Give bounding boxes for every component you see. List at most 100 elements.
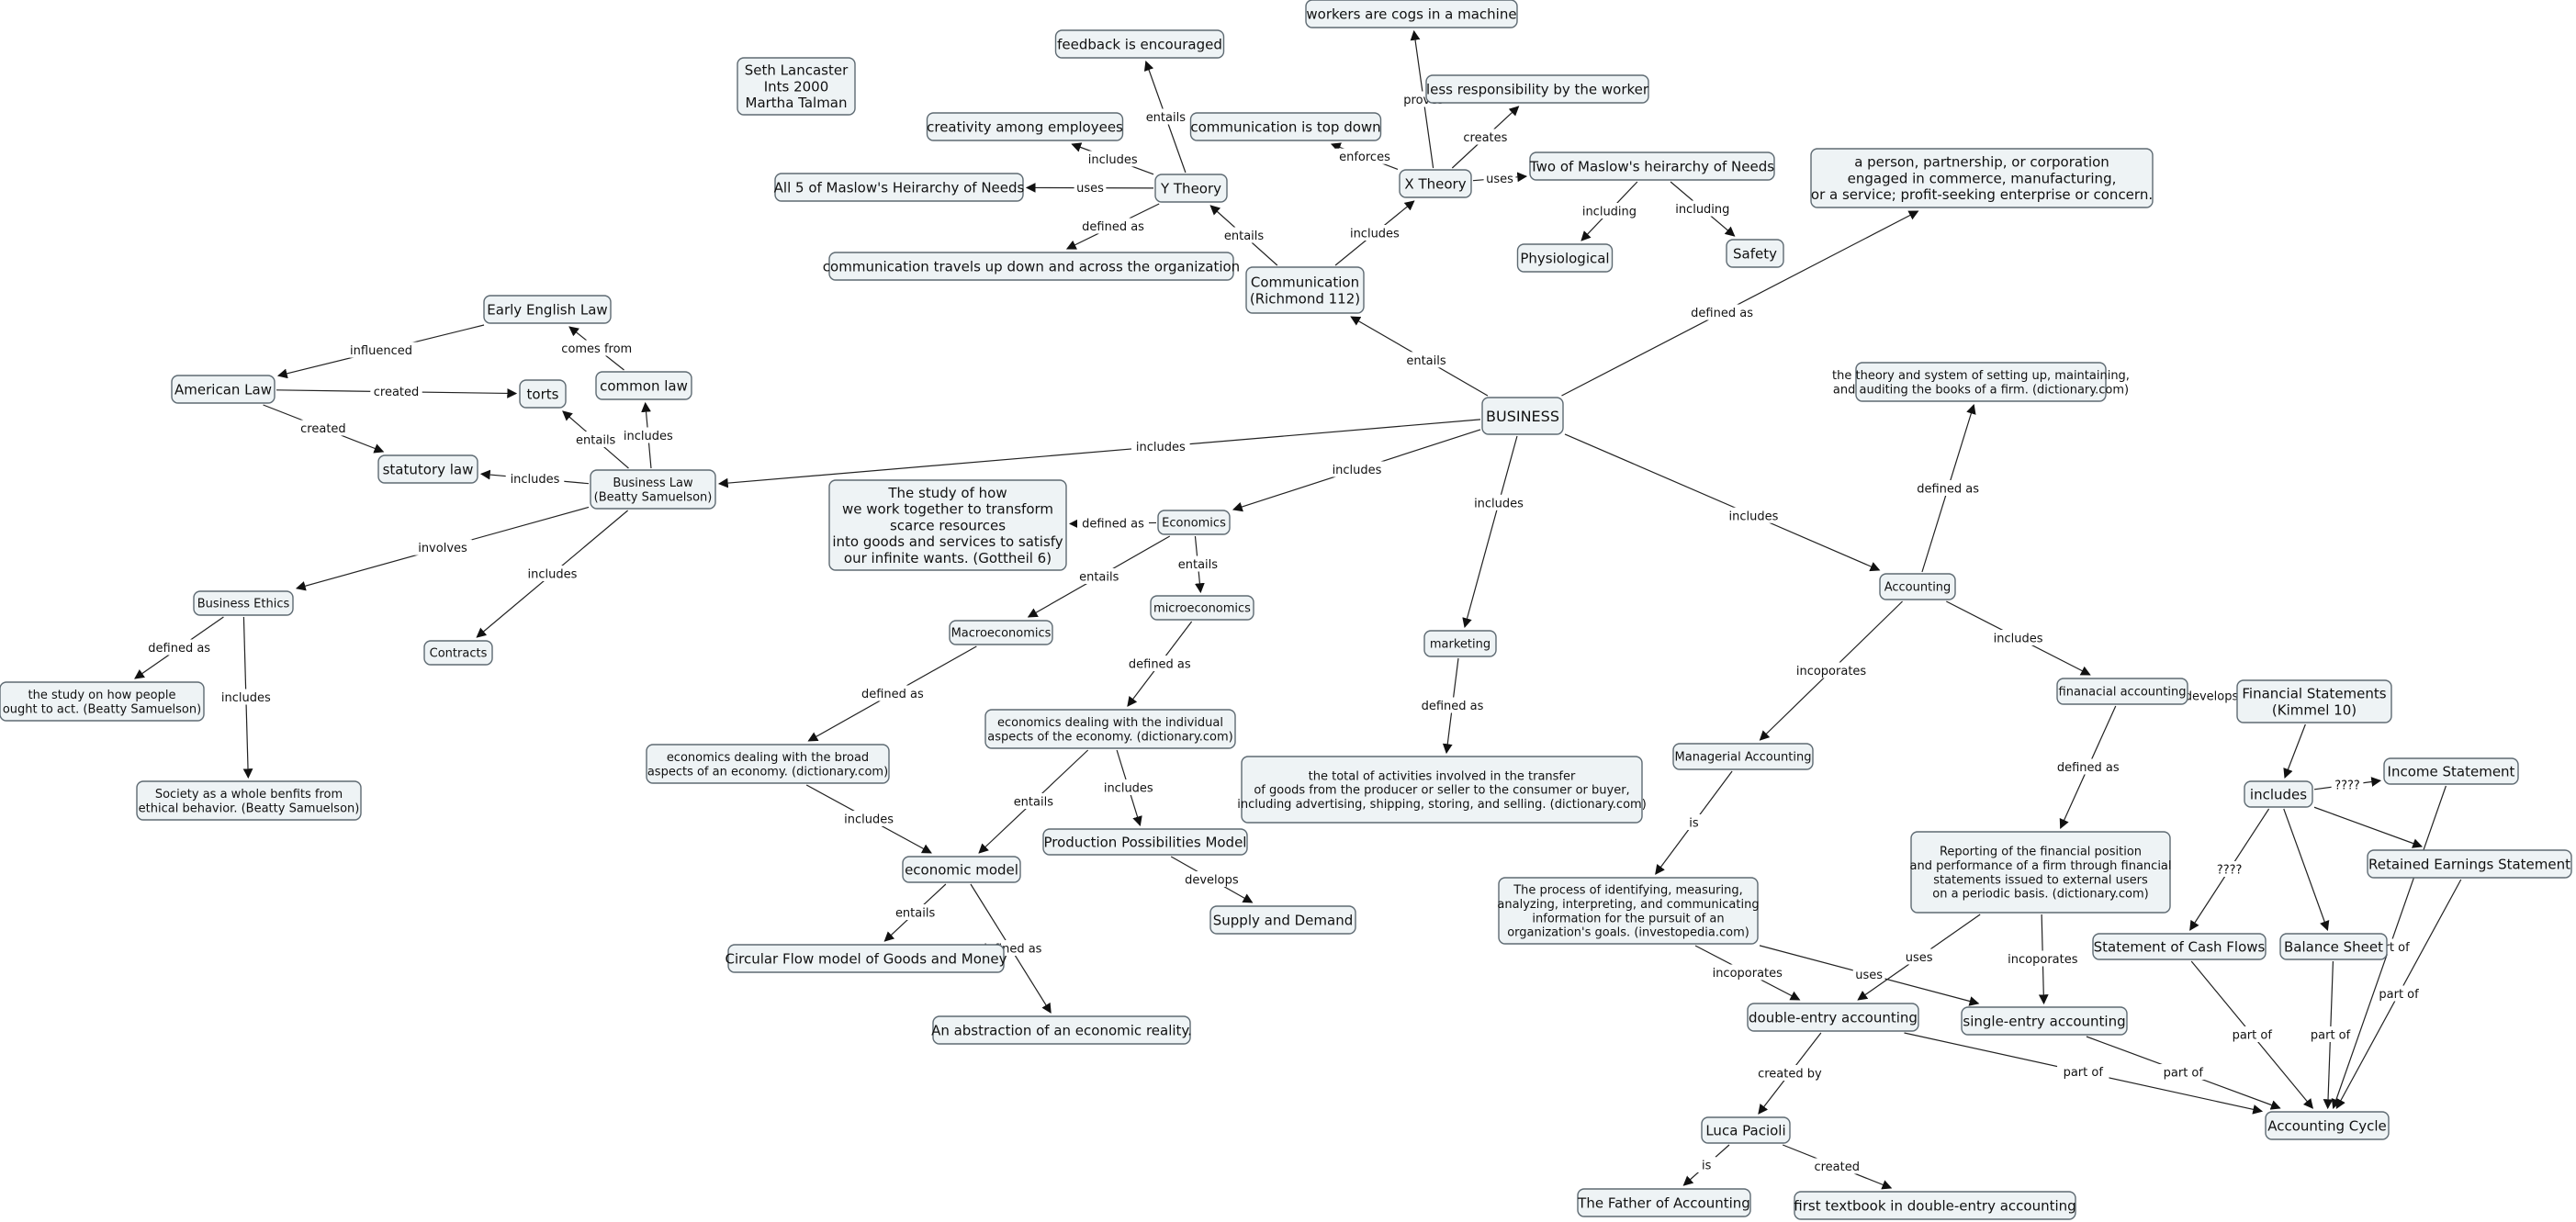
concept-income-statement[interactable]: Income Statement: [2383, 757, 2519, 785]
concept-box: [1423, 630, 1497, 657]
concept-feedback[interactable]: feedback is encouraged: [1054, 29, 1225, 59]
concept-micro-def[interactable]: economics dealing with the individualasp…: [984, 709, 1236, 749]
link-label: includes: [505, 470, 565, 487]
concept-economic-model[interactable]: economic model: [902, 856, 1021, 883]
concept-communication[interactable]: Communication(Richmond 112): [1245, 266, 1365, 314]
concept-business-law[interactable]: Business Law(Beatty Samuelson): [590, 469, 716, 510]
concept-text: analyzing, interpreting, and communicati…: [1497, 898, 1759, 912]
concept-economics[interactable]: Economics: [1157, 510, 1231, 535]
concept-text: (Kimmel 10): [2272, 701, 2357, 718]
concept-first-textbook[interactable]: first textbook in double-entry accountin…: [1794, 1191, 2076, 1220]
concept-comm-travels[interactable]: communication travels up down and across…: [823, 252, 1240, 281]
concept-accounting-cycle[interactable]: Accounting Cycle: [2265, 1111, 2390, 1140]
concept-american-law[interactable]: American Law: [171, 375, 276, 404]
concept-text: and performance of a firm through financ…: [1909, 859, 2171, 873]
link-label: defined as: [143, 639, 216, 656]
concept-safety[interactable]: Safety: [1726, 239, 1784, 268]
concept-common-law[interactable]: common law: [595, 371, 692, 400]
link-label: defined as: [856, 685, 928, 701]
concept-macro-def[interactable]: economics dealing with the broadaspects …: [646, 744, 890, 784]
concept-box: [136, 780, 362, 821]
link-label: defined as: [1077, 218, 1150, 234]
link-label: incoporates: [1792, 662, 1871, 678]
concept-box: [2383, 757, 2519, 785]
concept-accounting[interactable]: Accounting: [1879, 573, 1956, 600]
concept-physiological[interactable]: Physiological: [1516, 243, 1614, 273]
concept-torts[interactable]: torts: [519, 379, 567, 409]
concept-double-entry[interactable]: double-entry accounting: [1747, 1003, 1919, 1032]
concept-luca[interactable]: Luca Pacioli: [1701, 1116, 1791, 1144]
link-label-text: created: [300, 422, 346, 436]
concept-marketing[interactable]: marketing: [1423, 630, 1497, 657]
concept-text: Supply and Demand: [1213, 912, 1353, 928]
concept-creativity[interactable]: creativity among employees: [926, 112, 1124, 141]
link-label: created by: [1753, 1065, 1826, 1082]
concept-father[interactable]: The Father of Accounting: [1577, 1188, 1751, 1217]
concept-less-resp[interactable]: less responsibility by the worker: [1425, 74, 1649, 104]
concept-comm-top-down[interactable]: communication is top down: [1189, 112, 1382, 141]
concept-text: Business Law: [613, 476, 693, 490]
concept-accounting-def[interactable]: the theory and system of setting up, mai…: [1832, 362, 2130, 402]
concept-workers-cogs[interactable]: workers are cogs in a machine: [1305, 0, 1518, 28]
concept-fin-statements[interactable]: Financial Statements(Kimmel 10): [2236, 679, 2392, 723]
concept-text: All 5 of Maslow's Heirarchy of Needs: [774, 179, 1025, 196]
concept-text: Economics: [1162, 517, 1226, 531]
concept-box: [1481, 397, 1564, 435]
link-label-text: uses: [1855, 969, 1883, 982]
link-label-text: entails: [1178, 558, 1219, 572]
concept-business[interactable]: BUSINESS: [1481, 397, 1564, 435]
link-label-text: defined as: [1129, 658, 1191, 672]
concept-text: Society as a whole benfits from: [155, 788, 343, 802]
concept-y-theory[interactable]: Y Theory: [1154, 174, 1228, 203]
concept-early-english[interactable]: Early English Law: [483, 295, 612, 324]
concept-text: we work together to transform: [842, 501, 1053, 518]
concept-marketing-def[interactable]: the total of activities involved in the …: [1237, 756, 1647, 824]
concept-financial-acc[interactable]: finanacial accounting: [2056, 678, 2188, 705]
concept-balance-sheet[interactable]: Balance Sheet: [2279, 933, 2388, 960]
link-label: entails: [569, 432, 622, 448]
concept-x-theory[interactable]: X Theory: [1399, 169, 1472, 198]
concept-abstraction[interactable]: An abstraction of an economic reality.: [931, 1015, 1192, 1045]
concept-retained[interactable]: Retained Earnings Statement: [2367, 849, 2572, 879]
link-label-text: defined as: [1691, 307, 1753, 320]
concept-single-entry[interactable]: single-entry accounting: [1961, 1006, 2128, 1036]
concept-text: microeconomics: [1153, 602, 1251, 616]
concept-supply-demand[interactable]: Supply and Demand: [1209, 905, 1356, 935]
concept-contracts[interactable]: Contracts: [423, 640, 493, 666]
concept-two-maslow[interactable]: Two of Maslow's heirarchy of Needs: [1529, 151, 1775, 181]
concept-box: [902, 856, 1021, 883]
concept-text: Accounting: [1884, 581, 1952, 595]
concept-box: [1399, 169, 1472, 198]
concept-includes-node[interactable]: includes: [2244, 780, 2313, 808]
concept-microeconomics[interactable]: microeconomics: [1150, 595, 1254, 621]
concept-managerial-def[interactable]: The process of identifying, measuring,an…: [1497, 877, 1760, 945]
link-label: created: [370, 383, 422, 399]
concept-text: Income Statement: [2388, 763, 2515, 779]
concept-circular-flow[interactable]: Circular Flow model of Goods and Money: [725, 944, 1007, 973]
concept-text: and auditing the books of a firm. (dicti…: [1833, 383, 2129, 397]
concept-all5-maslow[interactable]: All 5 of Maslow's Heirarchy of Needs: [774, 173, 1025, 202]
concept-statutory-law[interactable]: statutory law: [377, 454, 478, 484]
concept-macroeconomics[interactable]: Macroeconomics: [949, 620, 1053, 645]
link-label: entails: [1400, 352, 1453, 368]
concept-managerial-acc[interactable]: Managerial Accounting: [1672, 743, 1814, 770]
link-fin-statements-to-includes-node: [2283, 723, 2306, 779]
concept-box: [737, 57, 856, 116]
link-label: entails: [1218, 227, 1270, 243]
concept-business-ethics[interactable]: Business Ethics: [193, 590, 294, 616]
concept-ppm[interactable]: Production Possibilities Model: [1042, 828, 1248, 856]
link-label: part of: [2057, 1063, 2109, 1080]
concept-box: [727, 944, 1005, 973]
concept-text: (Richmond 112): [1250, 290, 1360, 307]
concept-firm-def[interactable]: a person, partnership, or corporationeng…: [1810, 148, 2154, 208]
concept-box: [1154, 174, 1228, 203]
concept-text: aspects of an economy. (dictionary.com): [647, 765, 888, 779]
concept-cash-flows[interactable]: Statement of Cash Flows: [2092, 933, 2267, 960]
link-label: defined as: [2052, 758, 2124, 775]
concept-box: [1701, 1116, 1791, 1144]
